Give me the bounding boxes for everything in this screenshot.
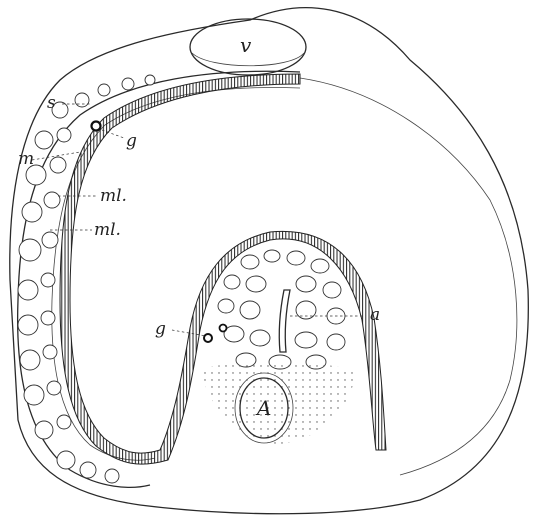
central-rod [279, 290, 290, 352]
label-g-upper: g [126, 131, 137, 151]
germ-cell-lower-2 [220, 325, 227, 332]
label-A: A [255, 396, 271, 420]
germ-cell-upper [92, 122, 101, 131]
label-v: v [240, 33, 252, 57]
germ-cell-lower-1 [204, 334, 212, 342]
label-m: m [18, 149, 34, 169]
label-g-lower: g [155, 319, 166, 339]
label-s: s [47, 93, 56, 113]
label-a: a [370, 305, 380, 325]
label-ml-2: ml. [94, 220, 121, 240]
label-ml-1: ml. [100, 186, 127, 206]
